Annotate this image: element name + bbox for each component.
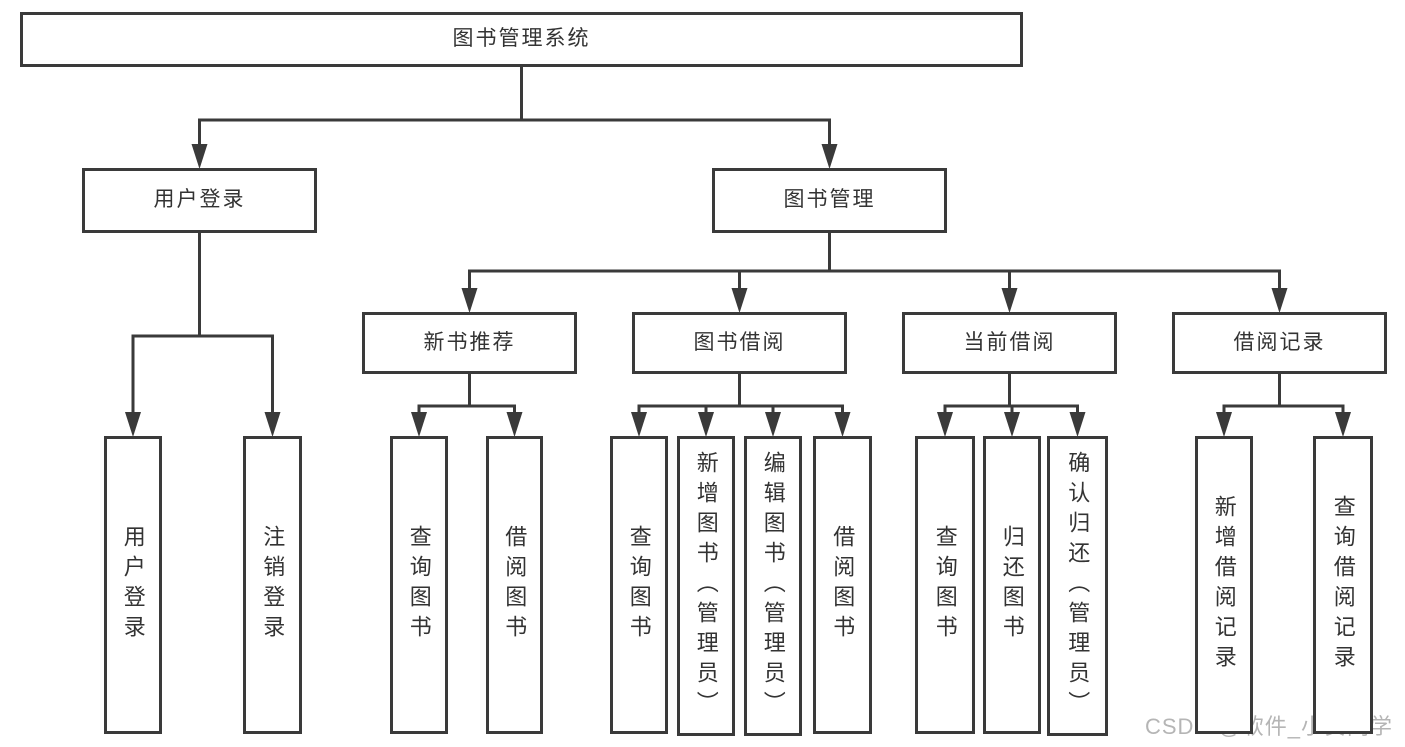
arrowhead: [631, 412, 647, 437]
arrowhead: [461, 288, 478, 313]
arrowhead: [1001, 288, 1018, 313]
node-bb-borrow: 借阅图书: [813, 436, 872, 734]
node-cb-confirm: 确认归还（管理员）: [1047, 436, 1108, 736]
node-current-borrow: 当前借阅: [902, 312, 1117, 374]
arrowhead: [506, 412, 523, 437]
node-label: 查询图书: [406, 525, 432, 645]
node-label: 用户登录: [120, 525, 146, 645]
arrowhead: [264, 412, 281, 437]
node-user-login: 用户登录: [82, 168, 317, 233]
node-label: 图书借阅: [693, 330, 786, 354]
node-book-mgmt: 图书管理: [712, 168, 947, 233]
node-cb-query: 查询图书: [915, 436, 975, 734]
arrowhead: [698, 412, 714, 437]
arrowhead: [765, 412, 781, 437]
node-br-add: 新增借阅记录: [1195, 436, 1253, 734]
node-label: 注销登录: [260, 525, 286, 645]
node-label: 查询图书: [626, 525, 652, 645]
node-leaf-logout: 注销登录: [243, 436, 302, 734]
node-label: 查询借阅记录: [1330, 495, 1356, 675]
node-new-book-rec: 新书推荐: [362, 312, 577, 374]
node-label: 查询图书: [932, 525, 958, 645]
node-label: 借阅记录: [1233, 330, 1326, 354]
node-book-borrow: 图书借阅: [632, 312, 847, 374]
node-label: 当前借阅: [963, 330, 1056, 354]
arrowhead: [1004, 412, 1020, 437]
arrowhead: [125, 412, 141, 437]
arrowhead: [411, 412, 427, 437]
node-label: 借阅图书: [830, 525, 856, 645]
node-bb-edit: 编辑图书（管理员）: [744, 436, 802, 736]
node-cb-return: 归还图书: [983, 436, 1041, 734]
node-label: 新增借阅记录: [1211, 495, 1237, 675]
node-leaf-user-login: 用户登录: [104, 436, 162, 734]
arrowhead: [191, 144, 208, 169]
node-bb-query: 查询图书: [610, 436, 668, 734]
node-label: 图书管理系统: [452, 27, 591, 51]
node-label: 编辑图书（管理员）: [760, 451, 786, 721]
node-nbr-query: 查询图书: [390, 436, 448, 734]
node-label: 新书推荐: [423, 330, 516, 354]
arrowhead: [937, 412, 953, 437]
arrowhead: [1271, 288, 1288, 313]
arrowhead: [821, 144, 838, 169]
node-label: 归还图书: [999, 525, 1025, 645]
node-br-query: 查询借阅记录: [1313, 436, 1373, 734]
node-label: 图书管理: [783, 188, 876, 212]
arrowhead: [1335, 412, 1351, 437]
node-label: 用户登录: [153, 188, 246, 212]
node-nbr-borrow: 借阅图书: [486, 436, 543, 734]
node-label: 借阅图书: [502, 525, 528, 645]
arrowhead: [1069, 412, 1086, 437]
node-borrow-record: 借阅记录: [1172, 312, 1387, 374]
arrowhead: [1216, 412, 1232, 437]
arrowhead: [834, 412, 851, 437]
node-bb-add: 新增图书（管理员）: [677, 436, 735, 736]
node-root: 图书管理系统: [20, 12, 1023, 67]
arrowhead: [731, 288, 748, 313]
node-label: 新增图书（管理员）: [693, 451, 719, 721]
node-label: 确认归还（管理员）: [1065, 451, 1091, 721]
